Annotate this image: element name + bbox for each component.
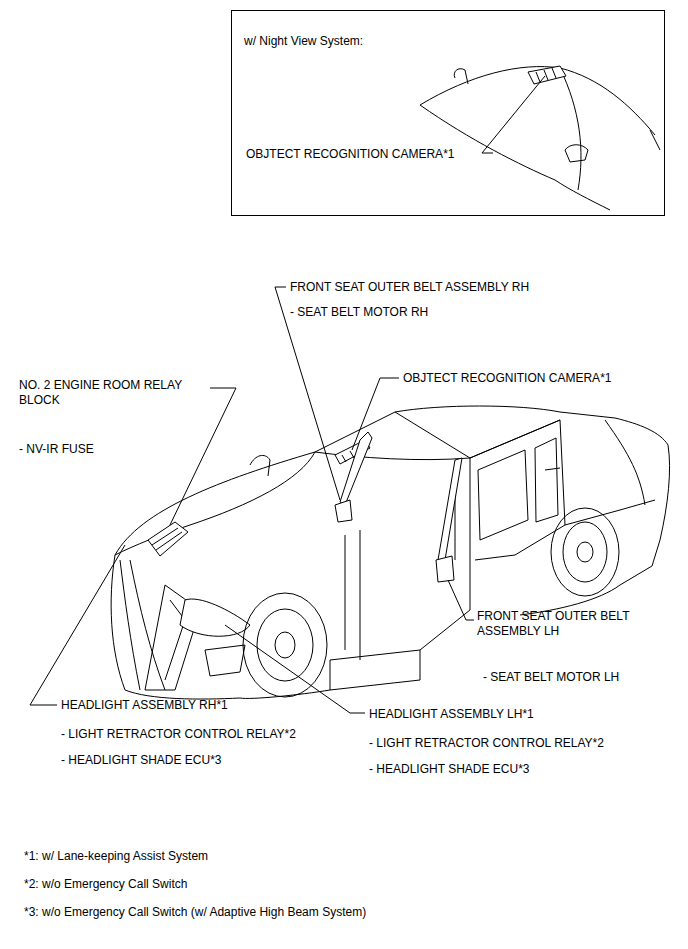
part-label: OBJTECT RECOGNITION CAMERA*1 [246, 147, 454, 162]
inset-box: w/ Night View System: OBJTECT RECOGNITION… [231, 10, 665, 216]
part-label: - SEAT BELT MOTOR RH [290, 305, 428, 320]
inset-camera [528, 66, 566, 84]
part-label: HEADLIGHT ASSEMBLY RH*1 [61, 698, 228, 713]
part-label: - SEAT BELT MOTOR LH [483, 670, 619, 685]
part-label: - HEADLIGHT SHADE ECU*3 [369, 762, 529, 777]
part-label: - LIGHT RETRACTOR CONTROL RELAY*2 [369, 736, 604, 751]
car-body [111, 406, 669, 699]
part-label: HEADLIGHT ASSEMBLY LH*1 [369, 707, 534, 722]
part-label: - NV-IR FUSE [19, 442, 94, 457]
footnote: *3: w/o Emergency Call Switch (w/ Adapti… [24, 905, 366, 920]
part-label: - LIGHT RETRACTOR CONTROL RELAY*2 [61, 727, 296, 742]
belt-lh [436, 458, 462, 582]
part-label: NO. 2 ENGINE ROOM RELAY BLOCK [19, 378, 199, 408]
wheels [243, 508, 619, 697]
part-label: FRONT SEAT OUTER BELT ASSEMBLY LH [477, 609, 652, 639]
footnote: *1: w/ Lane-keeping Assist System [24, 849, 208, 864]
inset-windshield [420, 67, 660, 210]
relay-block [148, 522, 188, 556]
footnote: *2: w/o Emergency Call Switch [24, 877, 187, 892]
inset-heading: w/ Night View System: [244, 34, 363, 49]
part-label: OBJTECT RECOGNITION CAMERA*1 [403, 371, 611, 386]
leader-lines [30, 76, 545, 713]
front-fascia [120, 560, 250, 690]
part-label: FRONT SEAT OUTER BELT ASSEMBLY RH [290, 280, 529, 295]
part-label: - HEADLIGHT SHADE ECU*3 [61, 753, 221, 768]
